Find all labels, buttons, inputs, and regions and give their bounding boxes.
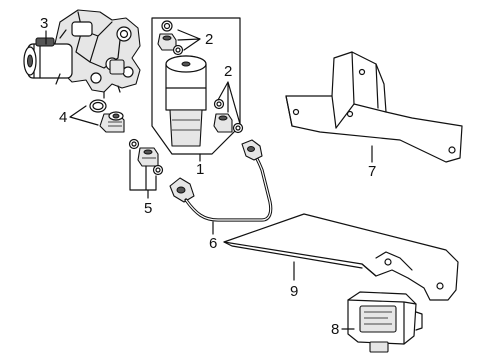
leader-2-lower [217, 81, 241, 125]
leader-5 [129, 149, 157, 199]
callout-4: 4 [59, 109, 67, 126]
callout-9: 9 [290, 283, 298, 300]
shield-plate [223, 213, 459, 301]
control-module [347, 291, 423, 353]
compressor-assembly [151, 17, 244, 155]
callout-2-upper: 2 [205, 31, 213, 48]
mounting-bracket [285, 51, 463, 163]
callout-7: 7 [368, 163, 376, 180]
fitting-5 [128, 138, 164, 176]
callout-1: 1 [196, 161, 204, 178]
callout-5: 5 [144, 200, 152, 217]
callout-2-lower: 2 [224, 63, 232, 80]
valve-block [23, 9, 141, 99]
leader-4 [69, 105, 99, 126]
leader-2-upper [177, 29, 201, 51]
callout-3: 3 [40, 15, 48, 32]
air-line [169, 139, 273, 222]
fitting-4 [89, 99, 125, 133]
callout-6: 6 [209, 235, 217, 252]
callout-8: 8 [331, 321, 339, 338]
